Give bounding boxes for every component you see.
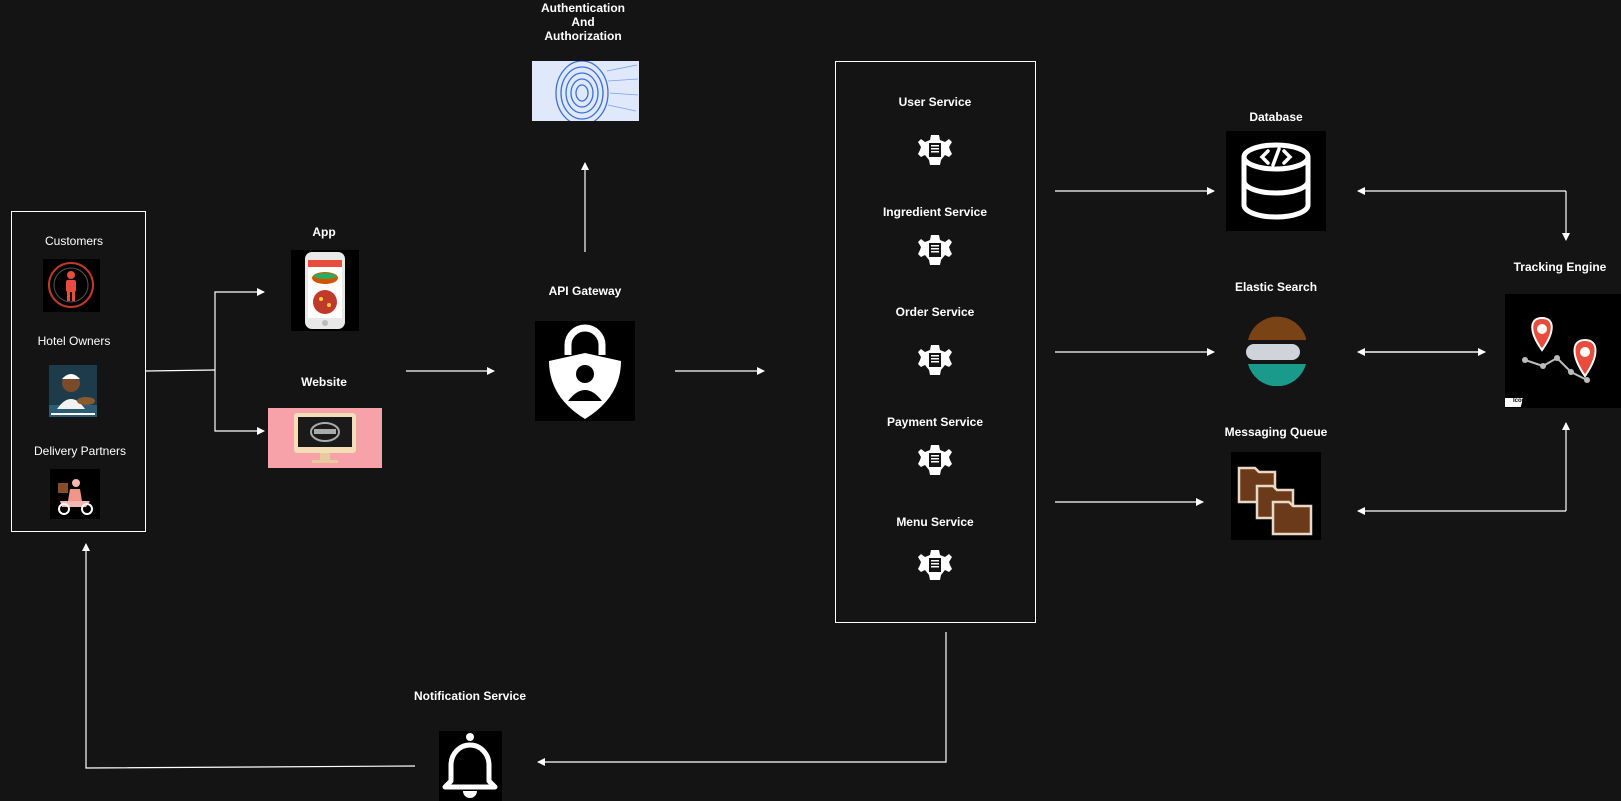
services-group	[835, 61, 1036, 623]
delivery-partners-label: Delivery Partners	[33, 444, 127, 458]
elastic-label: Elastic Search	[1234, 280, 1318, 294]
service-ingredient-gear-icon	[918, 235, 952, 265]
database-label: Database	[1249, 110, 1303, 124]
service-user-gear-icon	[918, 135, 952, 165]
hotel-owners-label: Hotel Owners	[37, 334, 111, 348]
service-user-label: User Service	[898, 95, 972, 109]
service-order-label: Order Service	[895, 305, 975, 319]
fingerprint-icon	[532, 61, 639, 121]
service-payment-gear-icon	[918, 445, 952, 475]
customers-icon	[43, 259, 100, 312]
customers-label: Customers	[44, 234, 103, 248]
messaging-queue-icon	[1231, 452, 1321, 540]
services-to-notification-arrow	[537, 632, 947, 766]
app-phone-icon	[291, 250, 359, 331]
delivery-scooter-icon	[50, 469, 100, 519]
auth-title: Authentication And Authorization	[541, 1, 625, 43]
queue-label: Messaging Queue	[1224, 425, 1328, 439]
notification-to-actors-arrow	[82, 543, 416, 769]
app-label: App	[312, 225, 336, 239]
tracking-icon-badge: Icon Vector	[1513, 398, 1546, 404]
elastic-search-icon	[1244, 316, 1308, 386]
notification-bell-icon	[439, 731, 502, 801]
service-menu-label: Menu Service	[896, 515, 974, 529]
website-label: Website	[301, 375, 347, 389]
tracking-map-icon: Icon Vector	[1505, 294, 1621, 408]
hotel-owner-icon	[49, 365, 97, 417]
service-order-gear-icon	[918, 345, 952, 375]
service-payment-label: Payment Service	[886, 415, 984, 429]
split-to-website-arrow	[214, 370, 265, 435]
actors-to-split-line	[145, 369, 216, 372]
website-monitor-icon	[268, 408, 382, 468]
database-icon	[1226, 131, 1326, 231]
gateway-title: API Gateway	[548, 284, 622, 298]
split-to-app-arrow	[214, 288, 265, 370]
tracking-label: Tracking Engine	[1513, 260, 1607, 274]
gateway-shield-lock-icon	[535, 321, 635, 421]
service-menu-gear-icon	[918, 550, 952, 580]
notification-label: Notification Service	[413, 689, 527, 703]
service-ingredient-label: Ingredient Service	[882, 205, 988, 219]
actors-group	[11, 211, 146, 532]
